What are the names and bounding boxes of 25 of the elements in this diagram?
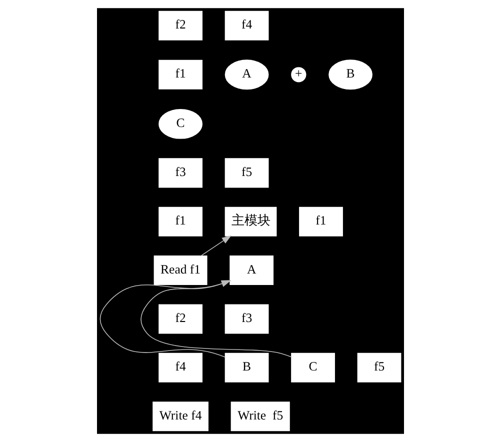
node-box: f5 <box>224 158 268 188</box>
node-box: f1 <box>158 206 202 236</box>
node-box: f1 <box>158 60 202 90</box>
arrow <box>200 235 231 256</box>
node-circle: + <box>290 67 306 82</box>
node-ellipse: B <box>328 60 372 90</box>
node-ellipse: C <box>158 108 202 139</box>
arrow <box>99 280 231 358</box>
node-box: f3 <box>224 304 268 334</box>
node-box: A <box>229 256 274 286</box>
node-box: Write f5 <box>230 402 290 432</box>
node-box: f2 <box>158 304 202 334</box>
node-box: C <box>290 352 334 382</box>
node-box: B <box>224 352 268 382</box>
node-box: f2 <box>158 10 202 40</box>
node-box: 主模块 <box>224 206 276 236</box>
node-box: Write f4 <box>152 402 208 432</box>
node-box: f5 <box>356 352 401 382</box>
node-box: Read f1 <box>153 256 207 286</box>
node-box: f1 <box>298 206 342 236</box>
node-box: f4 <box>158 352 202 382</box>
node-box: f4 <box>224 10 268 40</box>
node-box: f3 <box>158 158 202 188</box>
arrow <box>140 280 292 358</box>
node-ellipse: A <box>224 60 268 90</box>
